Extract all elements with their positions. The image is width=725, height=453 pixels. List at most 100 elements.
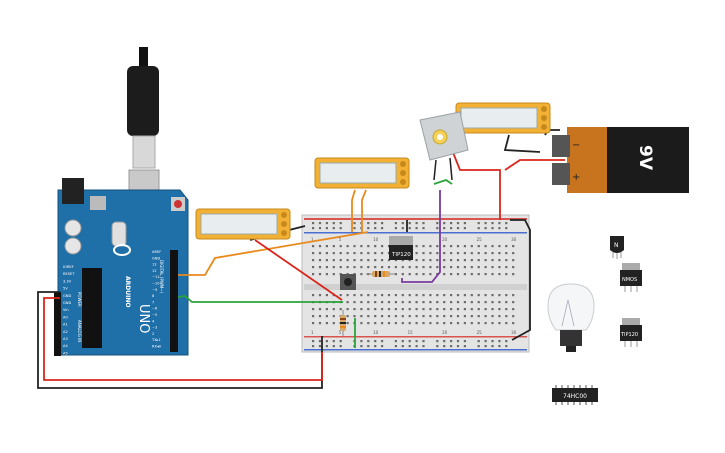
- breadboard-hole[interactable]: [429, 322, 432, 325]
- breadboard-hole[interactable]: [512, 322, 515, 325]
- breadboard-hole[interactable]: [332, 345, 335, 348]
- breadboard-hole[interactable]: [498, 294, 501, 297]
- breadboard-hole[interactable]: [353, 222, 356, 225]
- breadboard-hole[interactable]: [456, 294, 460, 297]
- breadboard-hole[interactable]: [325, 273, 328, 276]
- breadboard-hole[interactable]: [450, 227, 453, 230]
- wire-red-meter1[interactable]: [254, 239, 343, 301]
- breadboard-hole[interactable]: [415, 266, 418, 269]
- breadboard-hole[interactable]: [408, 259, 411, 262]
- breadboard-hole[interactable]: [429, 308, 432, 311]
- wire-orange-meter2-b[interactable]: [351, 189, 356, 232]
- breadboard-hole[interactable]: [422, 308, 425, 311]
- breadboard-hole[interactable]: [491, 222, 494, 225]
- breadboard-hole[interactable]: [429, 266, 432, 269]
- breadboard-hole[interactable]: [505, 227, 508, 230]
- multimeter-2[interactable]: [314, 157, 410, 189]
- breadboard-hole[interactable]: [318, 222, 322, 225]
- breadboard-hole[interactable]: [387, 308, 391, 311]
- breadboard-hole[interactable]: [429, 273, 432, 276]
- breadboard-hole[interactable]: [415, 294, 418, 297]
- breadboard-hole[interactable]: [422, 266, 425, 269]
- breadboard-hole[interactable]: [443, 308, 446, 311]
- breadboard-hole[interactable]: [436, 345, 439, 348]
- breadboard-hole[interactable]: [318, 315, 322, 318]
- breadboard-hole[interactable]: [325, 294, 328, 297]
- breadboard-hole[interactable]: [498, 340, 501, 343]
- usb-cable[interactable]: [127, 47, 160, 211]
- breadboard-hole[interactable]: [505, 315, 508, 318]
- nmos-transistor[interactable]: NMOS: [620, 263, 642, 292]
- breadboard-hole[interactable]: [498, 227, 501, 230]
- breadboard-hole[interactable]: [367, 245, 370, 248]
- breadboard-hole[interactable]: [436, 245, 439, 248]
- breadboard-hole[interactable]: [470, 273, 473, 276]
- breadboard-hole[interactable]: [415, 259, 418, 262]
- breadboard-hole[interactable]: [401, 345, 404, 348]
- breadboard-hole[interactable]: [429, 245, 432, 248]
- breadboard-hole[interactable]: [332, 273, 335, 276]
- breadboard-hole[interactable]: [360, 266, 363, 269]
- breadboard-hole[interactable]: [401, 273, 404, 276]
- breadboard-hole[interactable]: [498, 322, 501, 325]
- breadboard-hole[interactable]: [394, 308, 397, 311]
- breadboard-hole[interactable]: [367, 322, 370, 325]
- breadboard-hole[interactable]: [346, 259, 349, 262]
- breadboard-hole[interactable]: [325, 266, 328, 269]
- breadboard-hole[interactable]: [470, 301, 473, 304]
- breadboard-hole[interactable]: [498, 315, 501, 318]
- breadboard-hole[interactable]: [360, 245, 363, 248]
- 9v-battery[interactable]: − + 9V: [552, 127, 689, 193]
- breadboard-hole[interactable]: [401, 227, 404, 230]
- breadboard-hole[interactable]: [484, 301, 487, 304]
- breadboard-hole[interactable]: [422, 222, 425, 225]
- breadboard-hole[interactable]: [436, 294, 439, 297]
- breadboard-hole[interactable]: [477, 345, 480, 348]
- breadboard-hole[interactable]: [353, 315, 356, 318]
- breadboard-hole[interactable]: [463, 252, 466, 255]
- breadboard-hole[interactable]: [429, 259, 432, 262]
- wire-red-motor[interactable]: [449, 144, 501, 220]
- breadboard-hole[interactable]: [339, 345, 342, 348]
- breadboard-hole[interactable]: [332, 308, 335, 311]
- breadboard-hole[interactable]: [394, 340, 397, 343]
- breadboard-hole[interactable]: [463, 227, 466, 230]
- breadboard-hole[interactable]: [498, 245, 501, 248]
- breadboard-hole[interactable]: [443, 259, 446, 262]
- breadboard-hole[interactable]: [318, 273, 322, 276]
- breadboard-hole[interactable]: [477, 266, 480, 269]
- breadboard-hole[interactable]: [505, 245, 508, 248]
- breadboard-hole[interactable]: [443, 266, 446, 269]
- breadboard-hole[interactable]: [498, 266, 501, 269]
- breadboard-hole[interactable]: [408, 222, 411, 225]
- breadboard-hole[interactable]: [436, 340, 439, 343]
- breadboard-hole[interactable]: [346, 245, 349, 248]
- breadboard-hole[interactable]: [387, 266, 391, 269]
- breadboard-hole[interactable]: [332, 266, 335, 269]
- breadboard-hole[interactable]: [429, 252, 432, 255]
- breadboard-hole[interactable]: [381, 315, 384, 318]
- breadboard-hole[interactable]: [346, 294, 349, 297]
- breadboard-hole[interactable]: [477, 222, 480, 225]
- breadboard-hole[interactable]: [470, 322, 473, 325]
- breadboard-hole[interactable]: [381, 222, 384, 225]
- breadboard-hole[interactable]: [512, 245, 515, 248]
- breadboard-hole[interactable]: [443, 315, 446, 318]
- breadboard-hole[interactable]: [332, 340, 335, 343]
- breadboard-hole[interactable]: [505, 322, 508, 325]
- wire-purple-motor[interactable]: [401, 190, 441, 283]
- breadboard-hole[interactable]: [484, 245, 487, 248]
- breadboard-hole[interactable]: [318, 345, 322, 348]
- breadboard-hole[interactable]: [360, 345, 363, 348]
- breadboard-hole[interactable]: [401, 301, 404, 304]
- breadboard-hole[interactable]: [491, 245, 494, 248]
- breadboard-hole[interactable]: [353, 227, 356, 230]
- breadboard-hole[interactable]: [401, 222, 404, 225]
- breadboard-hole[interactable]: [422, 259, 425, 262]
- breadboard-hole[interactable]: [512, 315, 515, 318]
- breadboard-hole[interactable]: [422, 345, 425, 348]
- breadboard-hole[interactable]: [456, 315, 460, 318]
- breadboard-hole[interactable]: [318, 308, 322, 311]
- breadboard-hole[interactable]: [325, 245, 328, 248]
- breadboard-hole[interactable]: [318, 322, 322, 325]
